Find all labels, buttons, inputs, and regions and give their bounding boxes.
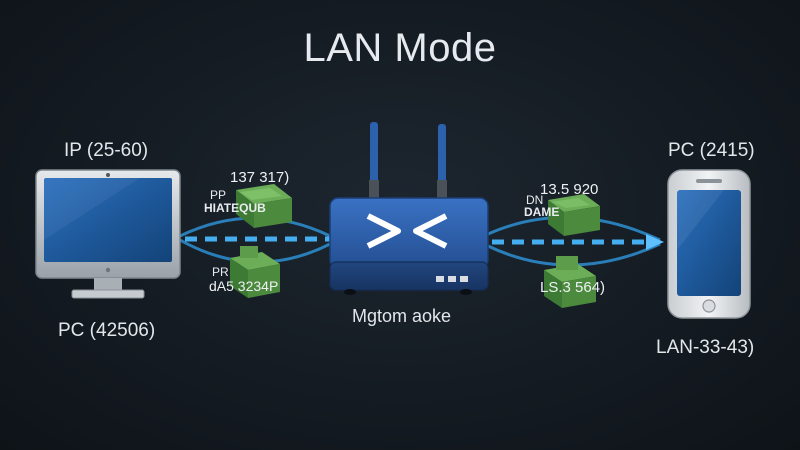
left-device-bottom-label: PC (42506) [58,320,156,341]
left-device-top-label: IP (25-60) [64,140,149,161]
left-packet-upper-line2: HIATEQUB [204,201,266,215]
arrowhead-icon [646,234,664,250]
packet-cube-left-upper [236,184,292,228]
left-packet-lower-line2: dA5 3234P [209,278,279,294]
packet-cube-left-lower [230,246,280,298]
packet-cube-right-lower [544,256,596,308]
right-packet-upper-line2: DAME [524,205,560,219]
diagram-title: LAN Mode [303,26,497,70]
right-device-top-label: PC (2415) [668,140,755,161]
smartphone-icon [667,169,751,319]
left-packet-upper-value: 137 317) [230,169,290,186]
right-packet-lower-value: LS.3 564) [540,279,606,296]
right-packet-upper-value: 13.5 920 [540,181,599,198]
router-icon [329,122,489,295]
packet-cube-right-upper [548,194,600,236]
desktop-monitor-icon [35,169,181,299]
right-device-bottom-label: LAN-33-43) [656,337,755,358]
left-packet-upper-line1: PP [210,188,227,202]
left-packet-lower-line1: PR [212,265,229,279]
router-label: Mgtom aoke [352,306,452,326]
right-packet-upper-line1: DN [526,193,544,207]
